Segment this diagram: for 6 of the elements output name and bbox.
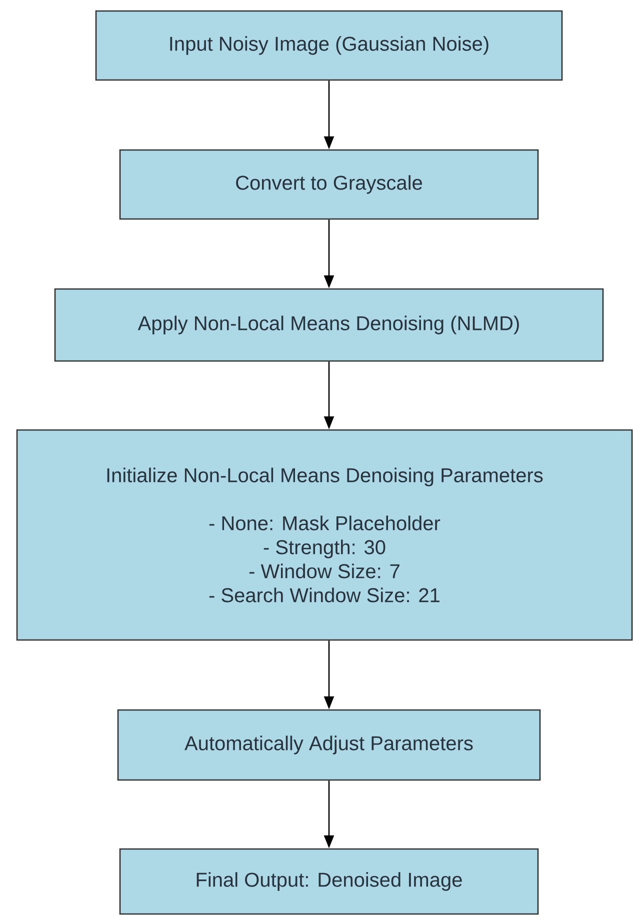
process-box: Apply Non-Local Means Denoising (NLMD) xyxy=(54,288,604,362)
process-box: Convert to Grayscale xyxy=(119,149,539,220)
process-box: Automatically Adjust Parameters xyxy=(117,709,541,781)
process-box: Final Output: Denoised Image xyxy=(119,848,539,915)
process-box: Input Noisy Image (Gaussian Noise) xyxy=(95,10,563,81)
process-box: Initialize Non-Local Means Denoising Parameters - None: Mask Placeholder - Strength: 30 - Window Size: 7 - Search Window Size: 21 xyxy=(16,429,633,641)
